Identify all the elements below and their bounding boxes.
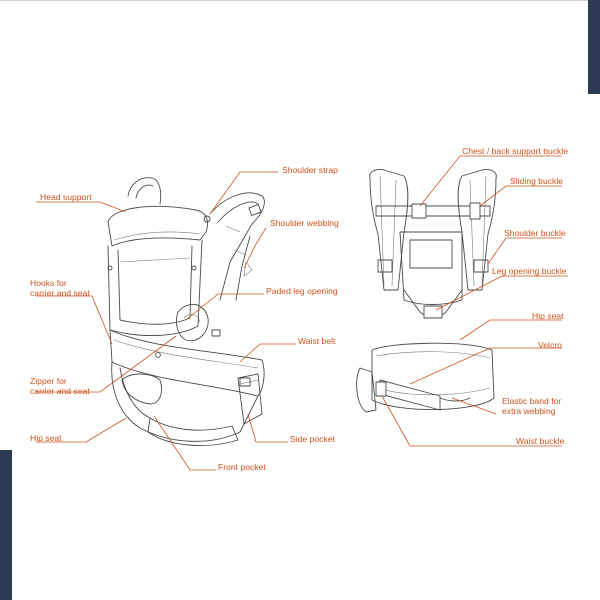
right-back-strap [457, 169, 497, 291]
left-edge-bar [0, 450, 12, 600]
label-waist-belt: Waist belt [298, 336, 336, 346]
front-pocket-shape [147, 417, 239, 446]
leg-opening-pad [175, 303, 209, 342]
right-leader-lines [381, 155, 568, 447]
label-waist-buckle: Waist buckle [516, 436, 565, 446]
back-support-panel [399, 231, 463, 305]
front-carrier-illustration [107, 177, 265, 446]
label-sliding-buckle: Sliding buckle [510, 176, 564, 186]
label-side-pocket: Side pocket [290, 434, 335, 444]
chest-buckle-shape [411, 203, 427, 219]
label-hip-seat-right: Hip seat [532, 311, 564, 321]
label-head-support: Head support [40, 192, 92, 202]
label-front-pocket: Front pocket [218, 462, 266, 472]
label-hooks-line1: Hooks for [30, 278, 67, 288]
left-back-strap [369, 169, 409, 291]
head-support-hood [107, 205, 208, 247]
label-elastic-line2: extra webbing [502, 406, 556, 416]
waist-belt [109, 329, 265, 397]
hip-seat-body [111, 361, 259, 442]
seat-zipper-pocket [121, 373, 162, 405]
right-shoulder-strap [209, 192, 265, 301]
back-carrier-illustration [356, 169, 497, 413]
label-zipper: Zipper for carrier and seat [30, 376, 90, 396]
label-hip-seat-left: Hip seat [30, 433, 62, 443]
label-leg-opening-buckle: Leg opening buckle [492, 266, 567, 276]
left-leader-lines [36, 171, 296, 471]
back-panel [107, 239, 203, 336]
label-paded-leg-opening: Paded leg opening [266, 286, 338, 296]
label-elastic-line1: Elastic band for [502, 396, 562, 406]
side-pocket-shape [237, 373, 263, 425]
label-chest-back-buckle: Chest / back support buckle [462, 146, 569, 156]
waist-buckle-shape [375, 381, 387, 397]
leg-opening-buckle-shape [423, 305, 443, 319]
label-velcro: Velcro [538, 340, 562, 350]
label-shoulder-buckle: Shoulder buckle [504, 228, 566, 238]
label-zipper-line2: carrier and seat [30, 386, 90, 396]
right-edge-bar [588, 0, 600, 94]
label-zipper-line1: Zipper for [30, 376, 67, 386]
top-border [0, 0, 600, 1]
waist-belt-left [356, 367, 377, 413]
label-shoulder-strap: Shoulder strap [282, 165, 338, 175]
hip-seat-back [371, 342, 495, 410]
label-hooks-line2: carrier and seat [30, 288, 90, 298]
left-shoulder-strap [127, 177, 162, 205]
label-shoulder-webbing: Shoulder webbing [270, 218, 339, 228]
label-hooks: Hooks for carrier and seat [30, 278, 90, 298]
label-elastic-band: Elastic band for extra webbing [502, 396, 561, 416]
chest-strap [375, 205, 491, 217]
